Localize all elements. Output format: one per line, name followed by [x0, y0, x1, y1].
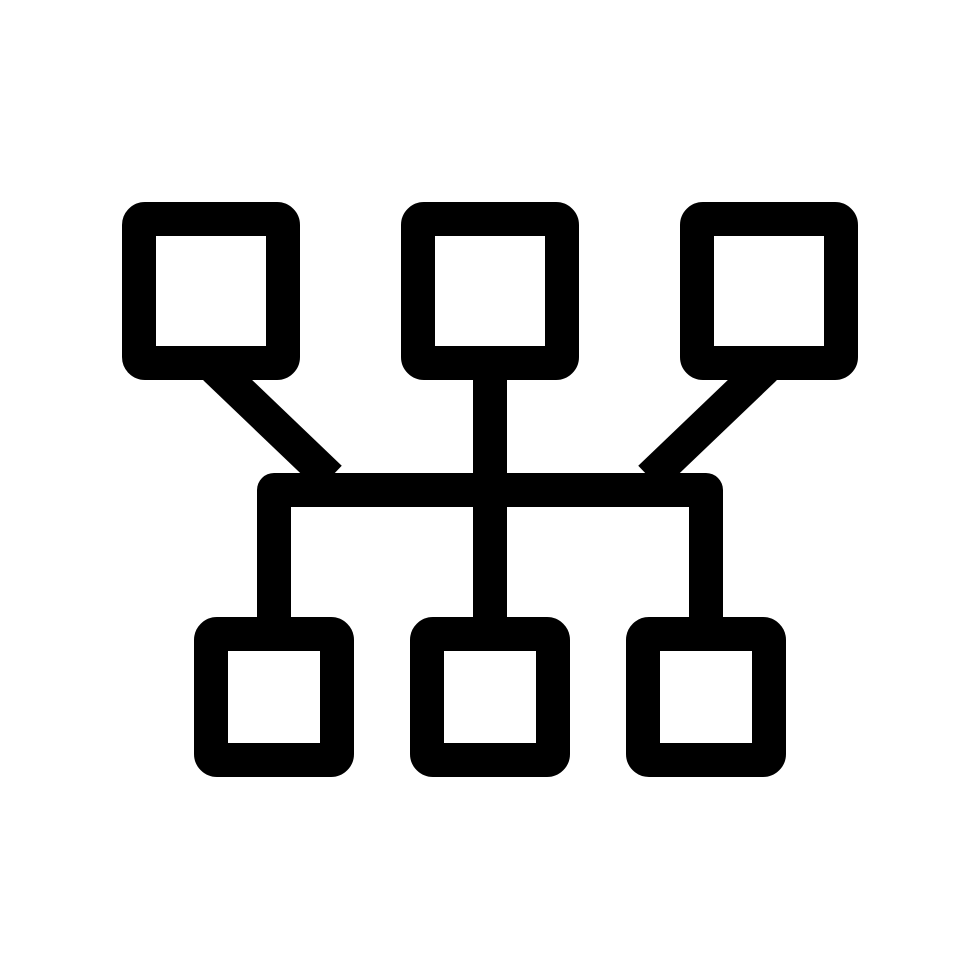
top-node-left	[122, 202, 300, 380]
connector-right-diagonal	[638, 355, 777, 491]
bottom-node-center	[410, 617, 570, 777]
top-node-center	[401, 202, 579, 380]
bottom-node-right	[626, 617, 786, 777]
connector-left-diagonal	[203, 355, 342, 491]
bottom-node-left	[194, 617, 354, 777]
top-node-right	[680, 202, 858, 380]
